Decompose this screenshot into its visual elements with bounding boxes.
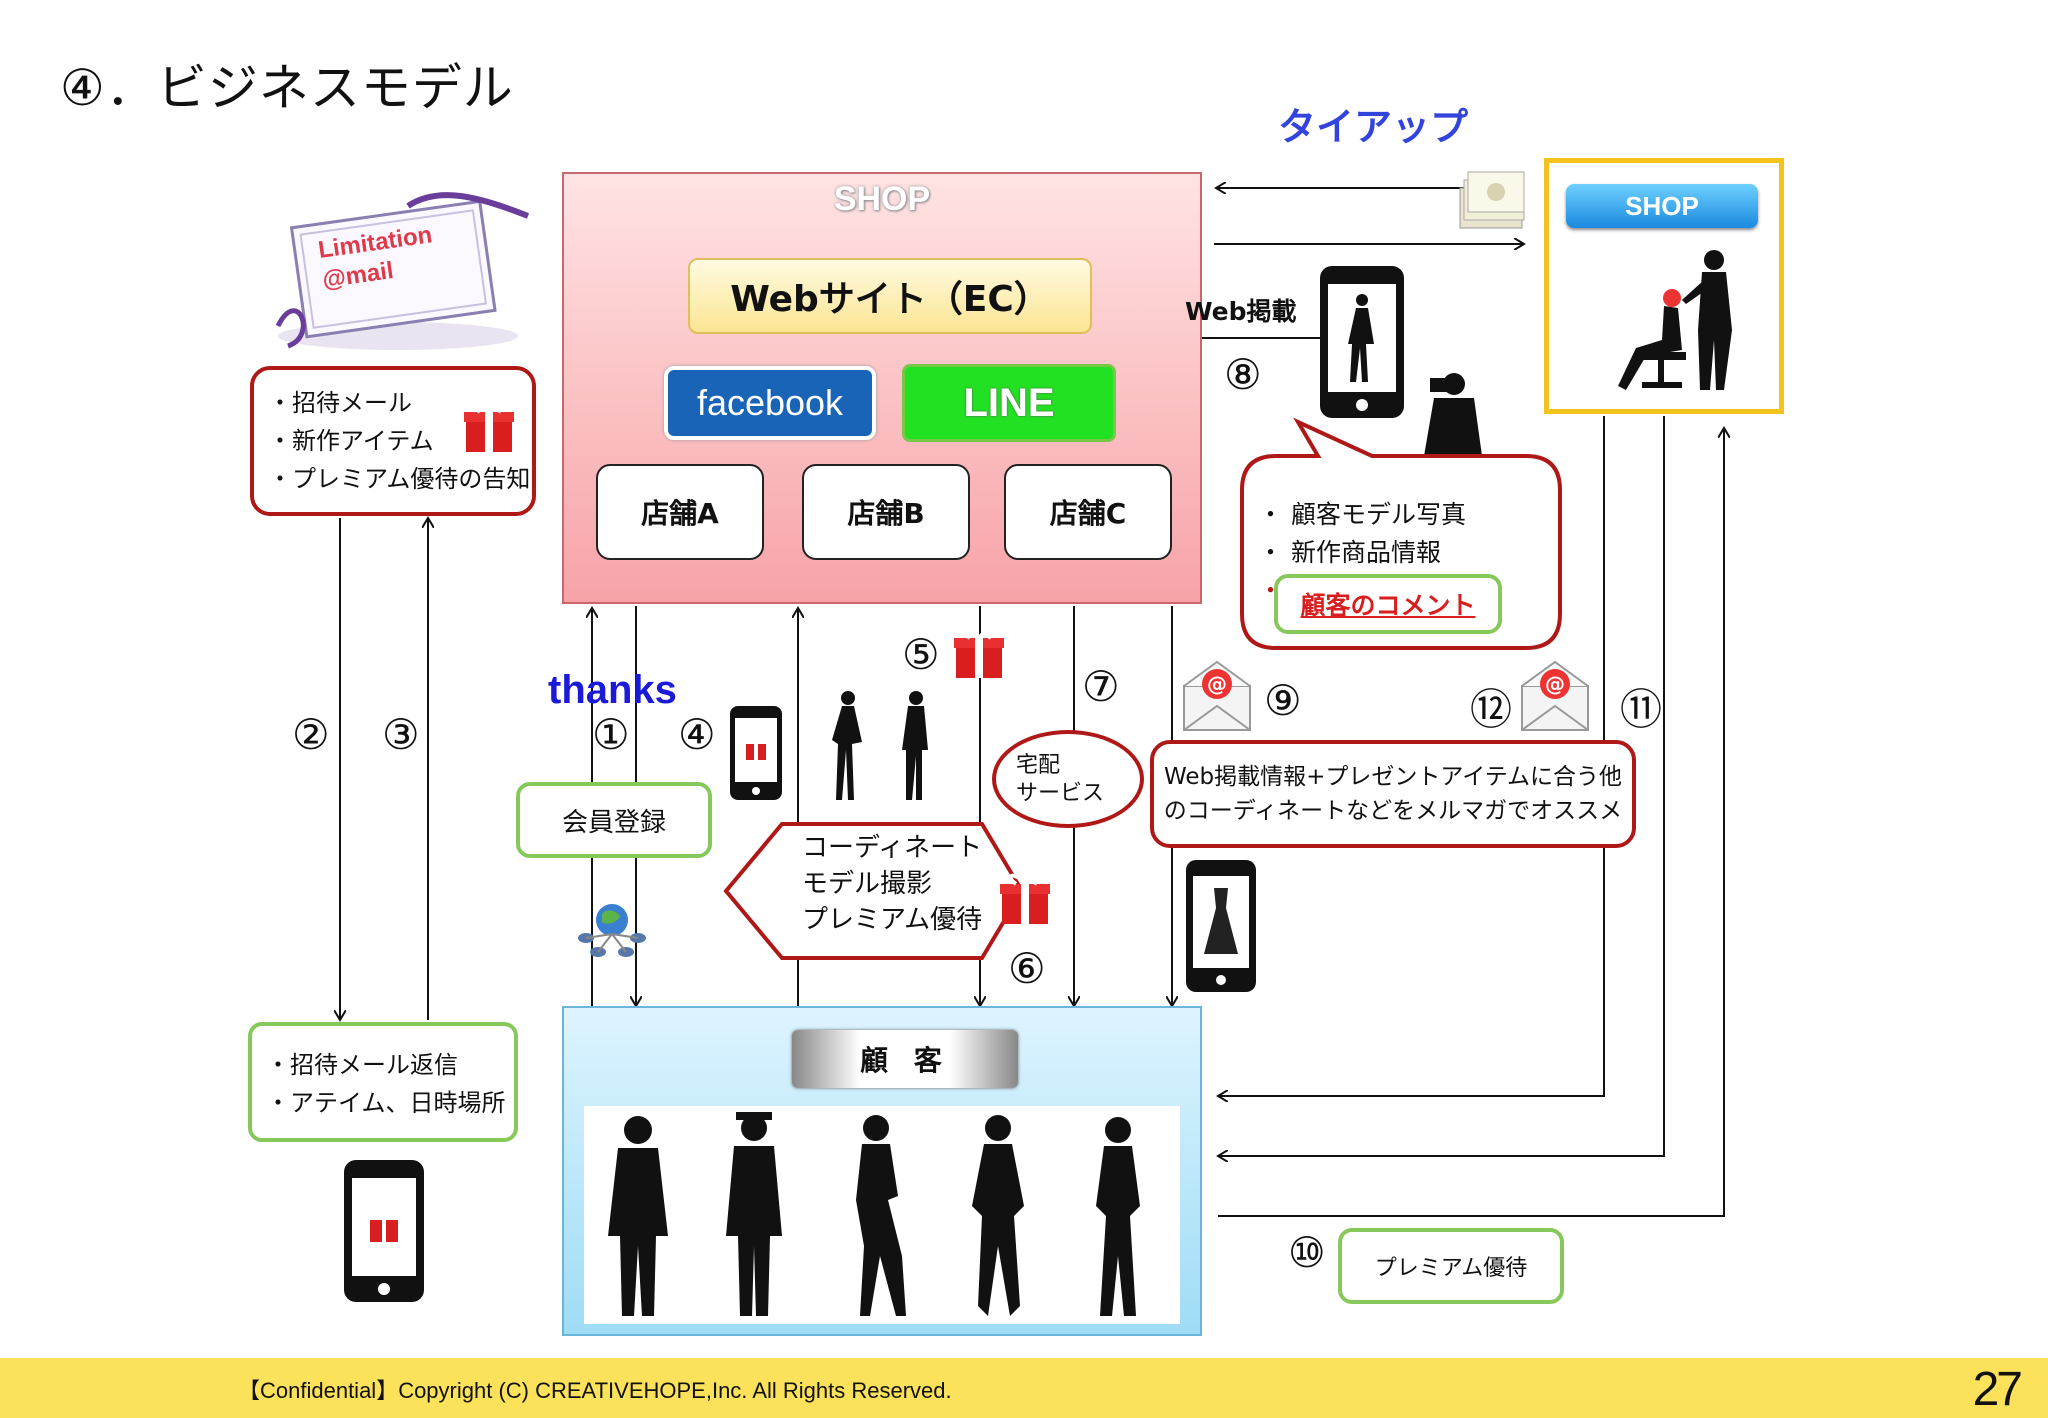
coordinate-item: モデル撮影	[802, 869, 933, 899]
step-8-label: ⑧	[1224, 350, 1262, 399]
coordinate-item: コーディネート	[802, 833, 983, 863]
footer-copyright: 【Confidential】Copyright (C) CREATIVEHOPE…	[238, 1378, 952, 1403]
step-5-label: ⑤	[902, 630, 940, 679]
line-button[interactable]: LINE	[902, 364, 1116, 442]
phone-gift-small-icon	[730, 706, 782, 800]
customer-silhouettes	[584, 1106, 1180, 1324]
facebook-button[interactable]: facebook	[664, 366, 876, 440]
gift-icon	[464, 401, 514, 452]
member-registration-box: 会員登録	[516, 782, 712, 858]
step-11-label: ⑪	[1620, 685, 1663, 734]
reply-item: ・招待メール返信	[266, 1051, 458, 1079]
store-a[interactable]: 店舗A	[596, 464, 764, 560]
store-b[interactable]: 店舗B	[802, 464, 970, 560]
web-post-label: Web掲載	[1185, 297, 1297, 326]
shop-main-label: SHOP	[833, 180, 931, 218]
step-7-label: ⑦	[1082, 662, 1120, 711]
gift-icon	[1000, 873, 1050, 924]
mail-magazine-line1: Web掲載情報+プレゼントアイテムに合う他	[1163, 764, 1623, 790]
limitation-mail-card	[275, 192, 530, 350]
step-1-label: ①	[592, 710, 630, 759]
people-silhouettes-icon	[608, 1112, 1140, 1316]
phone-dress-icon	[1186, 860, 1256, 992]
step-4-label: ④	[678, 710, 716, 759]
mail-magazine-line2: のコーディネートなどをメルマガでオススメ	[1163, 798, 1623, 824]
reply-box: ・招待メール返信 ・アテイム、日時場所	[248, 1022, 518, 1142]
step-6-label: ⑥	[1008, 944, 1046, 993]
arrow-step10	[1218, 428, 1724, 1217]
store-c[interactable]: 店舗C	[1004, 464, 1172, 560]
delivery-service-oval: 宅配 サービス	[992, 730, 1144, 828]
step-10-label: ⑩	[1288, 1228, 1326, 1277]
step-2-label: ②	[292, 710, 330, 759]
step-9-label: ⑨	[1264, 676, 1302, 725]
invite-item: ・新作アイテム	[268, 427, 434, 455]
page-number: 27	[1972, 1363, 2023, 1416]
coordinate-item: プレミアム優待	[802, 905, 983, 935]
tieup-label: タイアップ	[1278, 105, 1469, 149]
model-item: ・ 顧客モデル写真	[1258, 500, 1466, 529]
svg-text:@: @	[1207, 672, 1227, 696]
arrow-step11	[1218, 416, 1665, 1156]
photographer-icon	[1424, 373, 1482, 456]
network-globe-icon	[578, 904, 646, 957]
coordinate-hexagon	[723, 822, 1025, 960]
mail-at-icon: @	[1521, 660, 1589, 731]
customer-comment-box: 顧客のコメント	[1274, 574, 1502, 634]
step-12-label: ⑫	[1470, 685, 1513, 734]
phone-model-icon	[1320, 266, 1404, 418]
hair-salon-icon	[1618, 250, 1732, 390]
gift-icon	[954, 627, 1004, 678]
mail-magazine-box: Web掲載情報+プレゼントアイテムに合う他 のコーディネートなどをメルマガでオス…	[1150, 740, 1636, 848]
model-item: ・ 新作商品情報	[1258, 538, 1441, 567]
arrow-step12	[1218, 416, 1605, 1096]
reply-item: ・アテイム、日時場所	[266, 1089, 506, 1117]
phone-gift-icon	[344, 1160, 424, 1302]
money-icon	[1459, 171, 1525, 229]
customers-label: 顧 客	[792, 1030, 1018, 1088]
partner-shop-button[interactable]: SHOP	[1566, 184, 1758, 228]
premium-box: プレミアム優待	[1338, 1228, 1564, 1304]
page-title: ④．ビジネスモデル	[60, 59, 514, 117]
delivery-line1: 宅配	[1016, 753, 1061, 778]
step-3-label: ③	[382, 710, 420, 759]
delivery-line2: サービス	[1016, 781, 1105, 806]
thanks-label: thanks	[548, 668, 677, 712]
website-ec-button[interactable]: Webサイト（EC）	[688, 258, 1092, 334]
footer-bar	[0, 1358, 2048, 1418]
mail-at-icon: @	[1183, 660, 1251, 731]
svg-text:@: @	[1545, 672, 1565, 696]
invite-item: ・プレミアム優待の告知	[268, 465, 531, 493]
model-silhouettes-icon	[832, 691, 928, 800]
invite-item: ・招待メール	[268, 389, 412, 417]
